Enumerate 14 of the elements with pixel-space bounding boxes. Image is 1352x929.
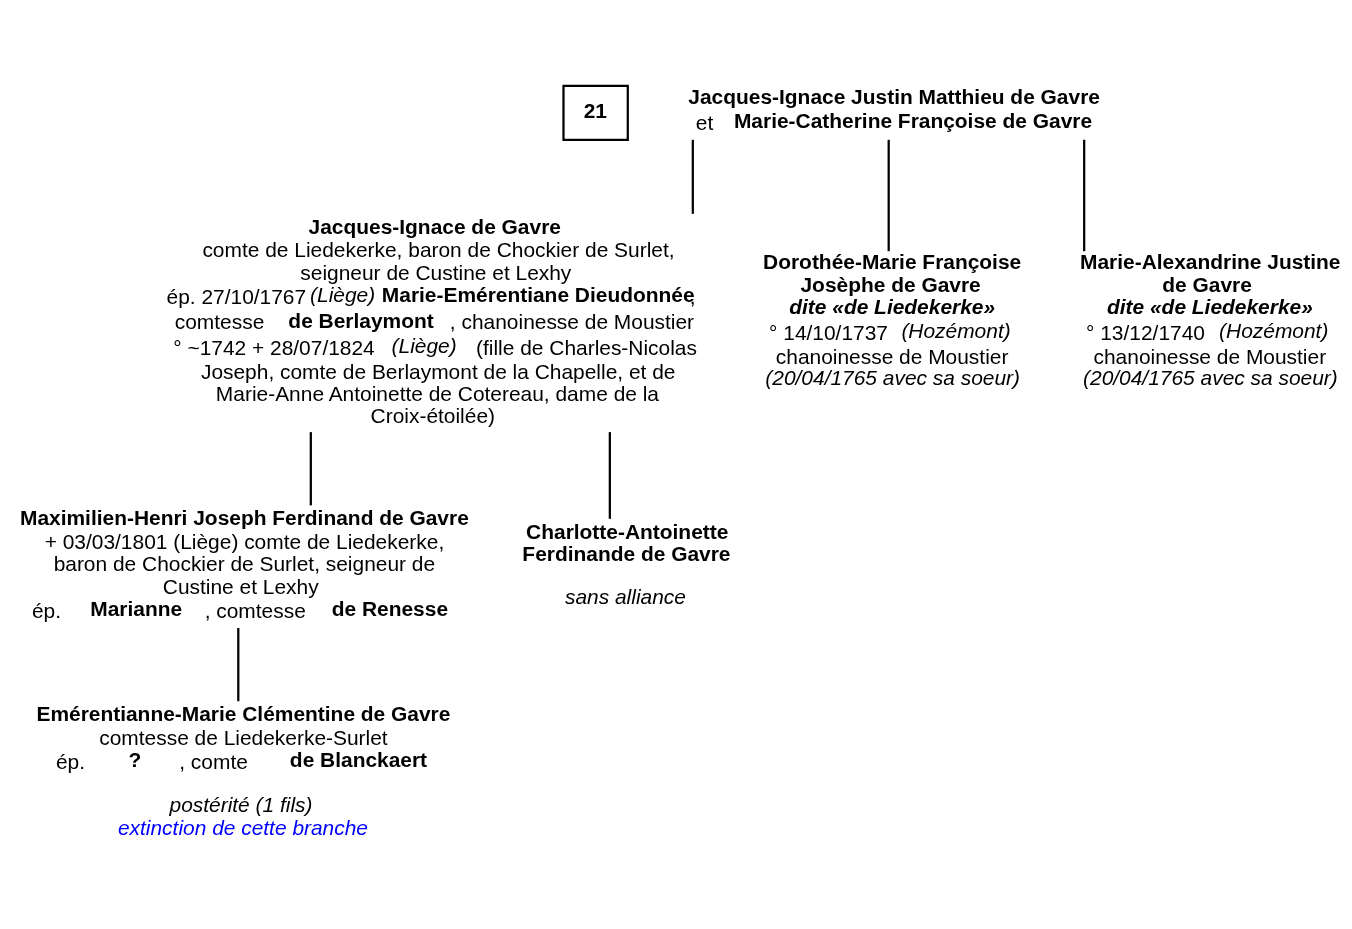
node-text: Maximilien-Henri Joseph Ferdinand de Gavre + 03/03/1801 (Liège) comte de Liedekerke, baron de Chockier de Surlet, seigneur de Custine et Lexhy ép. Marianne, comtesse de Renesse	[20, 505, 469, 622]
node-text: Emérentianne-Marie Clémentine de Gavre comtesse de Liedekerke-Surlet ép. ?, comte de Blanckaert postérité (1 fils) extinction de cette branche	[36, 701, 451, 839]
connector	[237, 627, 240, 701]
connector	[887, 139, 890, 251]
node-box: 21	[562, 84, 629, 141]
node-text: Marie-Alexandrine Justine de Gavre dite «de Liedekerke» ° 13/12/1740 (Hozémont) chanoinesse de Moustier (20/04/1765 avec sa soeur)	[1080, 249, 1341, 389]
node-text: Charlotte-Antoinette Ferdinande de Gavre sans alliance	[522, 519, 731, 608]
node-text: Jacques-Ignace Justin Matthieu de Gavre et Marie-Catherine Françoise de Gavre	[688, 84, 1100, 134]
connector	[1083, 139, 1086, 251]
node-text: Jacques-Ignace de Gavre comte de Liedekerke, baron de Chockier de Surlet, seigneur de Custine et Lexhy ép. 27/10/1767 (Liège) Marie-Emérentiane Dieudonnée, comtesse de Berlaymont, chanoinesse de Moustier ° ~1742 + 28/07/1824 (Liège) (fille de Charles-Nicolas Joseph, comte de Berlaymont de la Chapelle, et de Marie-Anne Antoinette de Cotereau, dame de la Croix-étoilée)	[166, 214, 697, 427]
connector	[608, 431, 611, 519]
connector	[309, 431, 312, 505]
node-text: Dorothée-Marie Françoise Josèphe de Gavre dite «de Liedekerke» ° 14/10/1737 (Hozémont) chanoinesse de Moustier (20/04/1765 avec sa soeur)	[763, 249, 1022, 389]
connector	[691, 139, 694, 214]
